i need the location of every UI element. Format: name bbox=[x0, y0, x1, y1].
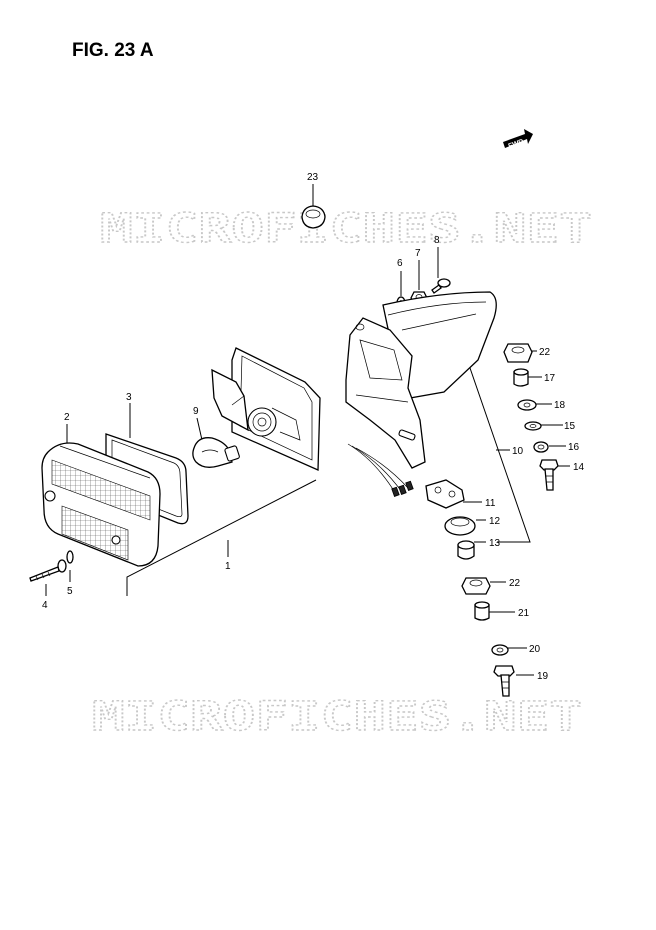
callout-labels: 1 2 3 4 5 6 7 8 9 10 11 12 13 14 15 16 1… bbox=[42, 172, 585, 682]
callout-16: 16 bbox=[568, 442, 580, 453]
callout-2: 2 bbox=[64, 412, 70, 423]
callout-13: 13 bbox=[489, 538, 501, 549]
callout-14: 14 bbox=[573, 462, 585, 473]
callout-22-lower: 22 bbox=[509, 578, 521, 589]
part-17-spacer bbox=[513, 368, 529, 387]
part-1-lamp-housing bbox=[211, 347, 321, 471]
callout-12: 12 bbox=[489, 516, 501, 527]
callout-11: 11 bbox=[485, 498, 496, 509]
part-2-lens bbox=[41, 442, 161, 567]
callout-9: 9 bbox=[193, 406, 199, 417]
part-20-washer bbox=[491, 644, 509, 656]
callout-17: 17 bbox=[544, 373, 556, 384]
part-22-nut-upper bbox=[503, 343, 533, 363]
part-16-lockwasher bbox=[533, 441, 549, 453]
callout-5: 5 bbox=[67, 586, 73, 597]
part-9-bulb bbox=[192, 437, 240, 468]
part-10-bracket bbox=[345, 291, 497, 497]
callout-23: 23 bbox=[307, 172, 319, 183]
watermark-bottom: MICROFICHES.NET bbox=[92, 694, 582, 740]
callout-7: 7 bbox=[415, 248, 421, 259]
part-18-washer bbox=[517, 399, 537, 411]
part-22-nut-lower bbox=[461, 577, 491, 595]
callout-6: 6 bbox=[397, 258, 403, 269]
part-11-holder bbox=[425, 479, 465, 509]
part-5-washer bbox=[66, 550, 74, 564]
part-8-screw bbox=[431, 278, 451, 294]
callout-21: 21 bbox=[518, 608, 530, 619]
callout-19: 19 bbox=[537, 671, 549, 682]
part-19-bolt bbox=[493, 665, 515, 697]
part-15-washer bbox=[524, 421, 542, 431]
callout-15: 15 bbox=[564, 421, 576, 432]
callout-1: 1 bbox=[225, 561, 231, 572]
part-23-grommet bbox=[301, 205, 326, 229]
part-12-grommet bbox=[444, 516, 476, 536]
callout-18: 18 bbox=[554, 400, 566, 411]
part-13-collar bbox=[457, 540, 475, 560]
figure-title: FIG. 23 A bbox=[72, 40, 154, 61]
callout-20: 20 bbox=[529, 644, 541, 655]
callout-22-upper: 22 bbox=[539, 347, 551, 358]
part-14-bolt bbox=[539, 459, 559, 491]
part-4-screw bbox=[29, 559, 67, 582]
callout-10: 10 bbox=[512, 446, 524, 457]
part-21-spacer bbox=[474, 601, 490, 621]
callout-3: 3 bbox=[126, 392, 132, 403]
callout-4: 4 bbox=[42, 600, 48, 611]
callout-8: 8 bbox=[434, 235, 440, 246]
watermark-top: MICROFICHES.NET bbox=[100, 206, 592, 252]
fwd-arrow-icon: FWD bbox=[503, 129, 533, 150]
